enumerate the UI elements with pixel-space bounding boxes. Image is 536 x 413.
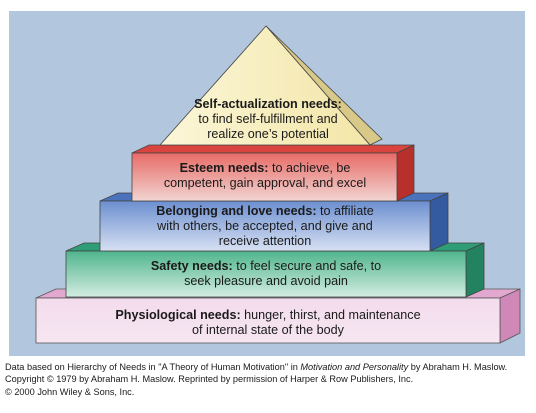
caption-part2: by Abraham H. Maslow. Copyright © 1979 b… xyxy=(5,362,508,385)
self-actualization-line2: realize one’s potential xyxy=(207,127,329,141)
belonging-label: Belonging and love needs: to affiliate w… xyxy=(102,204,428,249)
physiological-line1: hunger, thirst, and maintenance xyxy=(240,308,421,322)
belonging-title: Belonging and love needs: xyxy=(156,204,317,218)
esteem-line1: to achieve, be xyxy=(268,161,351,175)
belonging-line1: to affiliate xyxy=(316,204,374,218)
esteem-line2: competent, gain approval, and excel xyxy=(163,176,367,190)
caption-book-title: Motivation and Personality xyxy=(300,362,409,372)
physiological-line2: of internal state of the body xyxy=(192,323,344,337)
belonging-line3: receive attention xyxy=(218,234,312,248)
source-caption: Data based on Hierarchy of Needs in "A T… xyxy=(5,361,531,398)
physiological-label: Physiological needs: hunger, thirst, and… xyxy=(40,308,496,338)
self-actualization-tier xyxy=(159,25,383,146)
self-actualization-label: Self-actualization needs: to find self-f… xyxy=(168,97,368,142)
safety-line1: to feel secure and safe, to xyxy=(232,259,382,273)
safety-title: Safety needs: xyxy=(150,259,233,273)
caption-part1: Data based on Hierarchy of Needs in "A T… xyxy=(5,362,301,372)
safety-label: Safety needs: to feel secure and safe, t… xyxy=(68,259,464,289)
caption-copyright: © 2000 John Wiley & Sons, Inc. xyxy=(5,386,135,397)
belonging-line2: with others, be accepted, and give and xyxy=(157,219,373,233)
esteem-title: Esteem needs: xyxy=(179,161,269,175)
physiological-title: Physiological needs: xyxy=(115,308,241,322)
self-actualization-title: Self-actualization needs: xyxy=(194,97,342,111)
esteem-tier xyxy=(131,144,415,202)
self-actualization-line1: to find self-fulfillment and xyxy=(198,112,338,126)
safety-line2: seek pleasure and avoid pain xyxy=(184,274,348,288)
esteem-label: Esteem needs: to achieve, be competent, … xyxy=(134,161,396,191)
